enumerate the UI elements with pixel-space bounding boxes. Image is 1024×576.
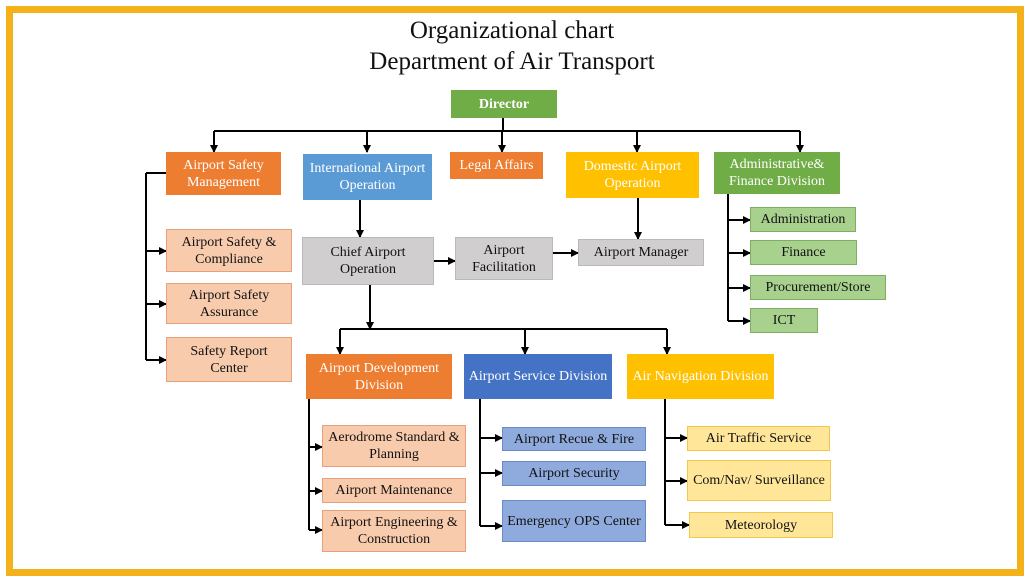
node-meteorology: Meteorology [689, 512, 833, 538]
node-international-airport-operation: International Airport Operation [303, 154, 432, 200]
node-legal-affairs: Legal Affairs [450, 152, 543, 179]
node-com-nav-surveillance: Com/Nav/ Surveillance [687, 460, 831, 501]
node-admin-finance-division: Administrative& Finance Division [714, 152, 840, 194]
node-finance: Finance [750, 240, 857, 265]
node-procurement-store: Procurement/Store [750, 275, 886, 300]
node-airport-safety-assurance: Airport Safety Assurance [166, 283, 292, 324]
node-airport-facilitation: Airport Facilitation [455, 237, 553, 280]
node-airport-safety-compliance: Airport Safety & Compliance [166, 229, 292, 272]
node-air-traffic-service: Air Traffic Service [687, 426, 830, 451]
node-airport-safety-management: Airport Safety Management [166, 152, 281, 195]
node-safety-report-center: Safety Report Center [166, 337, 292, 382]
node-airport-security: Airport Security [502, 461, 646, 486]
node-aerodrome-standard-planning: Aerodrome Standard & Planning [322, 425, 466, 467]
node-air-navigation-division: Air Navigation Division [627, 354, 774, 399]
node-domestic-airport-operation: Domestic Airport Operation [566, 152, 699, 198]
node-airport-development-division: Airport Development Division [306, 354, 452, 399]
node-administration: Administration [750, 207, 856, 232]
node-airport-engineering-construction: Airport Engineering & Construction [322, 510, 466, 552]
node-director: Director [451, 90, 557, 118]
node-airport-maintenance: Airport Maintenance [322, 478, 466, 503]
node-airport-rescue-fire: Airport Recue & Fire [502, 427, 646, 451]
chart-subtitle: Department of Air Transport [369, 48, 655, 75]
node-ict: ICT [750, 308, 818, 333]
node-airport-manager: Airport Manager [578, 239, 704, 266]
node-airport-service-division: Airport Service Division [464, 354, 612, 399]
node-emergency-ops-center: Emergency OPS Center [502, 500, 646, 542]
chart-title: Organizational chart [409, 17, 615, 44]
node-chief-airport-operation: Chief Airport Operation [302, 237, 434, 285]
